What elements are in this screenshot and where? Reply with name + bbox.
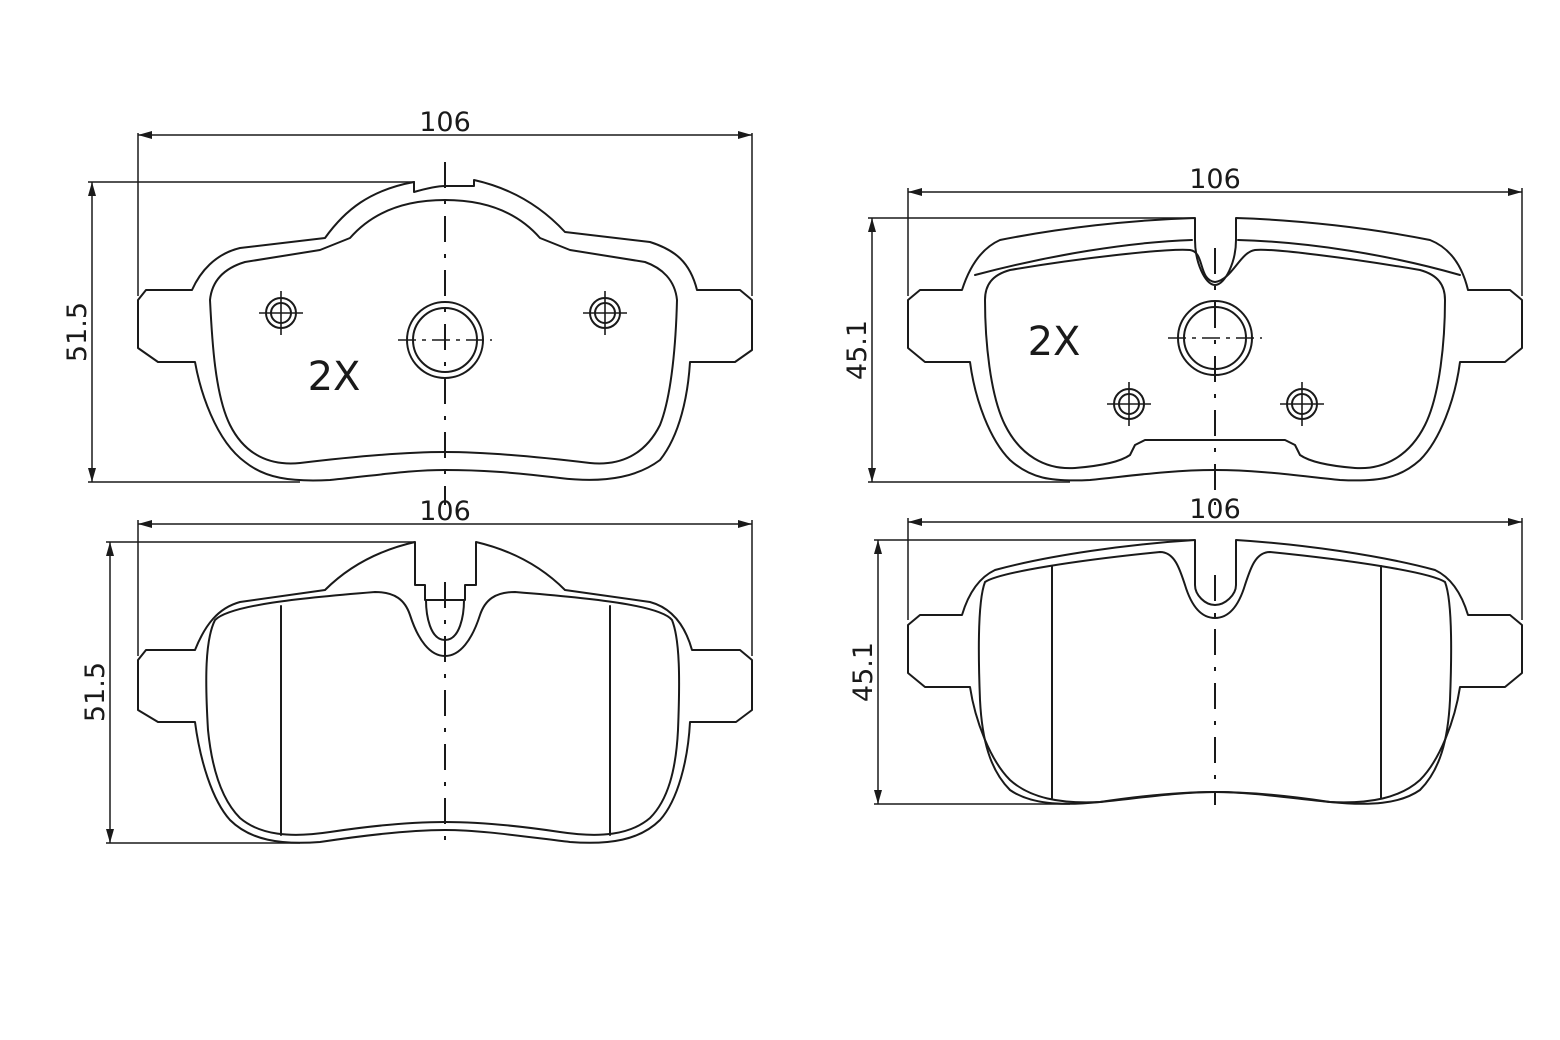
- height-dim-label: 51.5: [80, 662, 111, 722]
- width-dim-label: 106: [419, 496, 471, 527]
- mounting-hole-right: [583, 291, 627, 335]
- height-dim-label: 45.1: [842, 320, 873, 380]
- view-bottom-left: 106 51.5: [80, 496, 753, 844]
- center-bore: [1168, 300, 1262, 376]
- view-top-left: 106 51.5: [62, 107, 753, 505]
- height-dim-label: 45.1: [848, 642, 879, 702]
- friction-outline: [205, 591, 681, 836]
- view-top-right: 106 45.1 2X: [842, 164, 1523, 505]
- width-dimension-bottom-left: 106: [137, 496, 753, 656]
- quantity-label: 2X: [1028, 319, 1081, 365]
- mounting-hole-left: [1107, 382, 1151, 426]
- height-dimension-bottom-left: 51.5: [80, 541, 415, 844]
- friction-outline: [977, 551, 1453, 805]
- width-dim-label: 106: [419, 107, 471, 138]
- mounting-hole-left: [259, 291, 303, 335]
- height-dim-label: 51.5: [62, 302, 93, 362]
- height-dimension-bottom-right: 45.1: [848, 539, 1195, 805]
- width-dimension-bottom-right: 106: [907, 494, 1523, 620]
- backing-plate-outline: [137, 179, 753, 482]
- mounting-hole-right: [1280, 382, 1324, 426]
- backing-plate-outline: [137, 541, 753, 844]
- width-dimension-top-left: 106: [137, 107, 753, 296]
- quantity-label: 2X: [308, 354, 361, 400]
- center-bore: [398, 301, 492, 379]
- chamfer-line: [974, 239, 1461, 276]
- friction-outline: [209, 199, 678, 465]
- height-dimension-top-right: 45.1: [842, 217, 1195, 483]
- width-dim-label: 106: [1189, 494, 1241, 525]
- width-dimension-top-right: 106: [907, 164, 1523, 296]
- height-dimension-top-left: 51.5: [62, 181, 415, 483]
- width-dim-label: 106: [1189, 164, 1241, 195]
- backing-plate-outline: [907, 217, 1523, 482]
- friction-outline: [984, 248, 1446, 470]
- view-bottom-right: 106 45.1: [848, 494, 1523, 805]
